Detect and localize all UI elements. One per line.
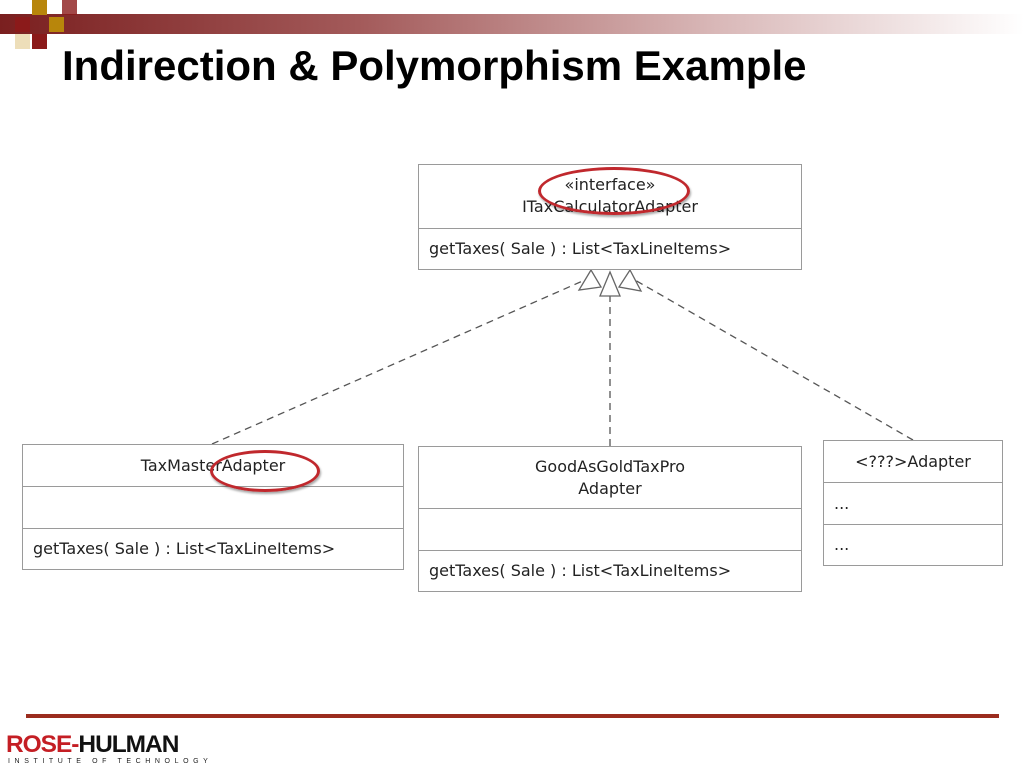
unknown-operations-compartment: ... xyxy=(824,523,1002,565)
corner-square-icon xyxy=(15,34,30,49)
goodasgold-name-line2: Adapter xyxy=(578,478,642,498)
corner-square-icon xyxy=(32,0,47,15)
unknown-attributes-compartment: ... xyxy=(824,482,1002,523)
unknown-adapter-class-box: <???>Adapter ... ... xyxy=(823,440,1003,566)
goodasgold-attributes-compartment xyxy=(419,508,801,549)
logo-hulman-text: HULMAN xyxy=(78,731,179,758)
unknown-realization-line xyxy=(627,275,914,441)
unknown-adapter-name: <???>Adapter xyxy=(855,451,971,471)
interface-operation: getTaxes( Sale ) : List<TaxLineItems> xyxy=(429,239,732,259)
goodasgold-operation: getTaxes( Sale ) : List<TaxLineItems> xyxy=(429,561,732,581)
logo-subtitle: INSTITUTE OF TECHNOLOGY xyxy=(8,758,213,765)
taxmaster-realization-line xyxy=(211,275,595,445)
goodasgold-name-line1: GoodAsGoldTaxPro xyxy=(535,456,685,476)
header-band xyxy=(0,14,1024,34)
corner-square-icon xyxy=(15,17,30,32)
unknown-arrowhead-icon xyxy=(617,268,643,292)
unknown-attributes-ellipsis: ... xyxy=(834,494,850,513)
goodasgold-arrowhead-icon xyxy=(599,270,621,297)
goodasgold-class-box: GoodAsGoldTaxPro Adapter getTaxes( Sale … xyxy=(418,446,802,592)
logo-rose-text: ROSE- xyxy=(6,731,79,758)
slide-title: Indirection & Polymorphism Example xyxy=(62,42,807,89)
footer-rule xyxy=(26,714,999,718)
interface-highlight-circle xyxy=(538,167,690,215)
goodasgold-name-compartment: GoodAsGoldTaxPro Adapter xyxy=(419,447,801,508)
corner-square-icon xyxy=(49,17,64,32)
taxmaster-operations-compartment: getTaxes( Sale ) : List<TaxLineItems> xyxy=(23,527,403,569)
corner-square-icon xyxy=(32,34,47,49)
unknown-operations-ellipsis: ... xyxy=(834,535,850,555)
unknown-name-compartment: <???>Adapter xyxy=(824,441,1002,482)
taxmaster-attributes-compartment xyxy=(23,486,403,527)
taxmaster-operation: getTaxes( Sale ) : List<TaxLineItems> xyxy=(33,539,336,559)
adapter-highlight-circle xyxy=(210,450,320,492)
taxmaster-arrowhead-icon xyxy=(577,268,603,291)
interface-operations-compartment: getTaxes( Sale ) : List<TaxLineItems> xyxy=(419,227,801,269)
corner-square-icon xyxy=(62,0,77,15)
goodasgold-operations-compartment: getTaxes( Sale ) : List<TaxLineItems> xyxy=(419,549,801,591)
logo-wordmark: ROSE-HULMAN xyxy=(6,731,179,758)
rose-hulman-logo: ROSE-HULMAN INSTITUTE OF TECHNOLOGY xyxy=(6,732,220,768)
